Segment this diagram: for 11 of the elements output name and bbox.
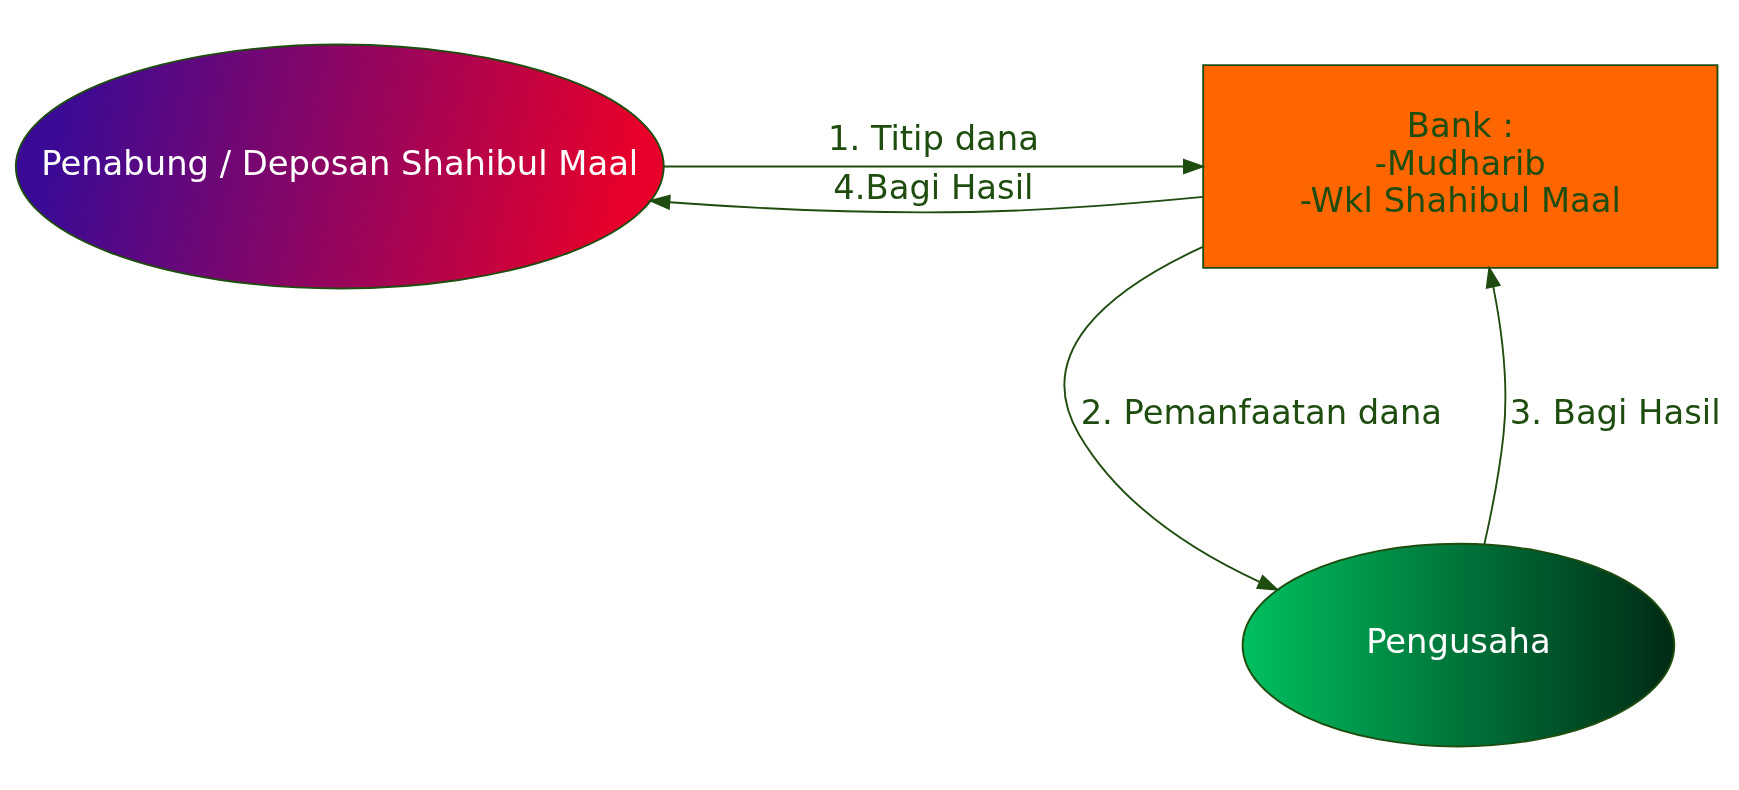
edge-label: 4.Bagi Hasil [833, 167, 1034, 207]
arrow [647, 193, 1204, 213]
node-box: Bank : -Mudharib -Wkl Shahibul Maal [1202, 63, 1719, 269]
arrow [1483, 264, 1507, 545]
edge-label: 2. Pemanfaatan dana [1080, 392, 1443, 432]
arrow [1063, 245, 1280, 591]
arrow [662, 158, 1206, 174]
node-ellipse: Pengusaha [1241, 542, 1676, 747]
edge-label: 1. Titip dana [827, 118, 1039, 158]
node-ellipse: Penabung / Deposan Shahibul Maal [14, 43, 665, 289]
edge-label: 3. Bagi Hasil [1509, 392, 1721, 432]
